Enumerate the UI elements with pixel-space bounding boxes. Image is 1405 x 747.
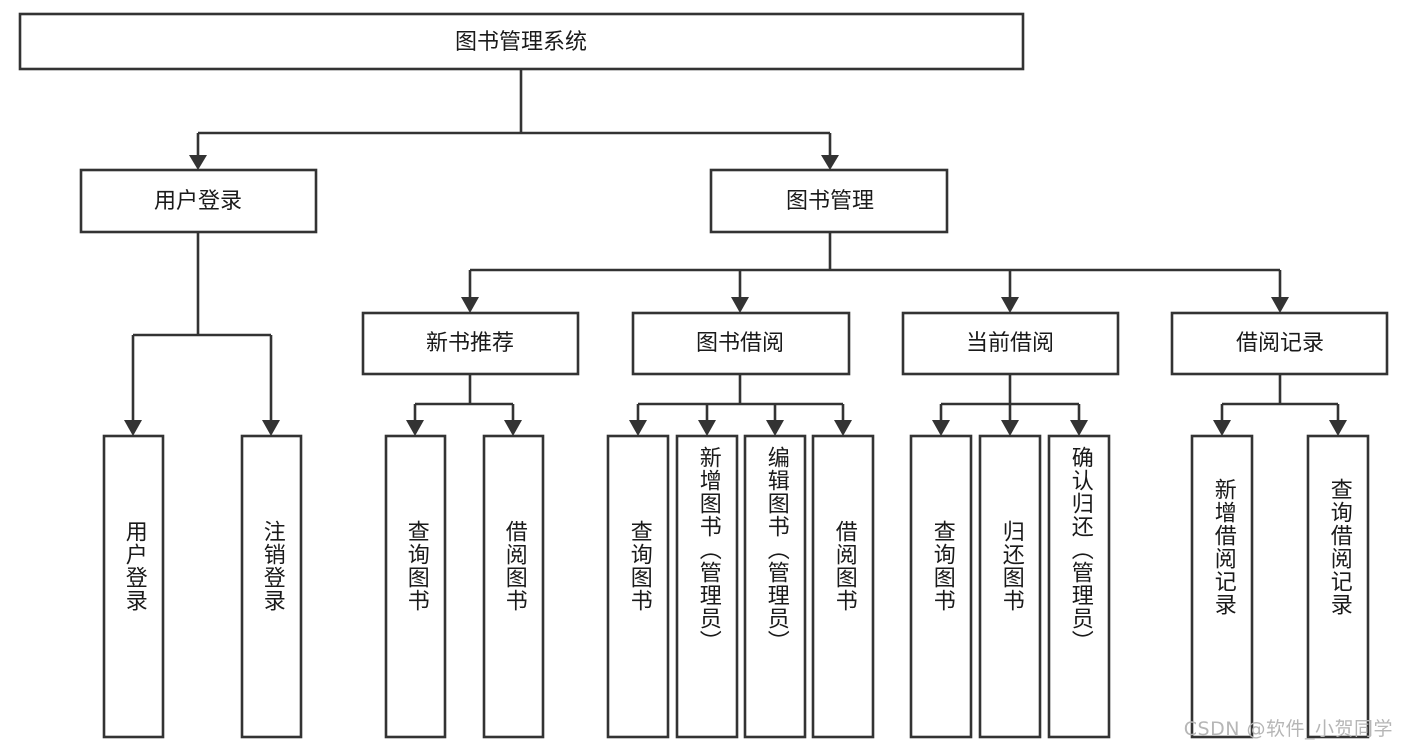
node-root-label: 图书管理系统 [455, 30, 587, 55]
arrow-book-borrow-leaf-4 [834, 420, 852, 436]
node-leaf-query-book-2-box[interactable] [606, 434, 670, 739]
node-current-borrow-box[interactable] [901, 311, 1120, 376]
node-book-management[interactable]: 图书管理 [709, 168, 949, 234]
node-leaf-borrow-book-1-box[interactable] [482, 434, 545, 739]
node-book-management-box[interactable] [709, 168, 949, 234]
arrow-new-book-leaf-2 [504, 420, 522, 436]
node-borrow-record-box[interactable] [1170, 311, 1389, 376]
node-book-borrow[interactable]: 图书借阅 [631, 311, 851, 376]
leaf-box-layer [102, 434, 1370, 739]
node-leaf-return-book-box[interactable] [978, 434, 1042, 739]
node-book-borrow-box[interactable] [631, 311, 851, 376]
csdn-watermark: CSDN @软件_小贺同学 [1183, 718, 1393, 740]
node-book-borrow-label: 图书借阅 [696, 331, 784, 356]
arrow-book-borrow-leaf-1 [629, 420, 647, 436]
node-root-box[interactable] [18, 12, 1025, 71]
arrow-root-to-user-login [189, 155, 207, 170]
node-leaf-query-book-3-box[interactable] [909, 434, 973, 739]
node-leaf-edit-book-box[interactable] [743, 434, 807, 739]
arrow-root-to-book-management [821, 155, 839, 170]
node-user-login-label: 用户登录 [154, 189, 242, 214]
node-new-book-recommend-label: 新书推荐 [426, 331, 514, 356]
arrow-book-borrow-leaf-3 [766, 420, 784, 436]
node-leaf-user-logout-box[interactable] [240, 434, 303, 739]
node-leaf-add-book-box[interactable] [675, 434, 739, 739]
arrow-bm-to-borrow-record [1271, 297, 1289, 313]
node-user-login-box[interactable] [79, 168, 318, 234]
arrow-user-login-leaf-1 [124, 420, 142, 436]
arrow-current-borrow-leaf-3 [1070, 420, 1088, 436]
node-leaf-add-record-box[interactable] [1190, 434, 1254, 739]
node-root[interactable]: 图书管理系统 [18, 12, 1025, 71]
node-leaf-query-record-box[interactable] [1306, 434, 1370, 739]
node-leaf-query-book-1-box[interactable] [384, 434, 447, 739]
arrow-borrow-record-leaf-2 [1329, 420, 1347, 436]
arrow-current-borrow-leaf-2 [1001, 420, 1019, 436]
node-current-borrow-label: 当前借阅 [966, 331, 1054, 356]
arrow-book-borrow-leaf-2 [698, 420, 716, 436]
arrow-bm-to-current-borrow [1001, 297, 1019, 313]
node-current-borrow[interactable]: 当前借阅 [901, 311, 1120, 376]
node-borrow-record[interactable]: 借阅记录 [1170, 311, 1389, 376]
arrow-bm-to-book-borrow [731, 297, 749, 313]
node-user-login[interactable]: 用户登录 [79, 168, 318, 234]
node-borrow-record-label: 借阅记录 [1236, 331, 1324, 356]
arrow-user-login-leaf-2 [262, 420, 280, 436]
node-leaf-user-login-box[interactable] [102, 434, 165, 739]
arrow-current-borrow-leaf-1 [932, 420, 950, 436]
arrow-new-book-leaf-1 [406, 420, 424, 436]
connector-layer [124, 69, 1347, 436]
node-book-management-label: 图书管理 [786, 189, 874, 214]
arrow-borrow-record-leaf-1 [1213, 420, 1231, 436]
node-leaf-confirm-return-box[interactable] [1047, 434, 1111, 739]
node-new-book-recommend[interactable]: 新书推荐 [361, 311, 580, 376]
node-new-book-recommend-box[interactable] [361, 311, 580, 376]
node-leaf-borrow-book-2-box[interactable] [811, 434, 875, 739]
arrow-bm-to-new-book [461, 297, 479, 313]
